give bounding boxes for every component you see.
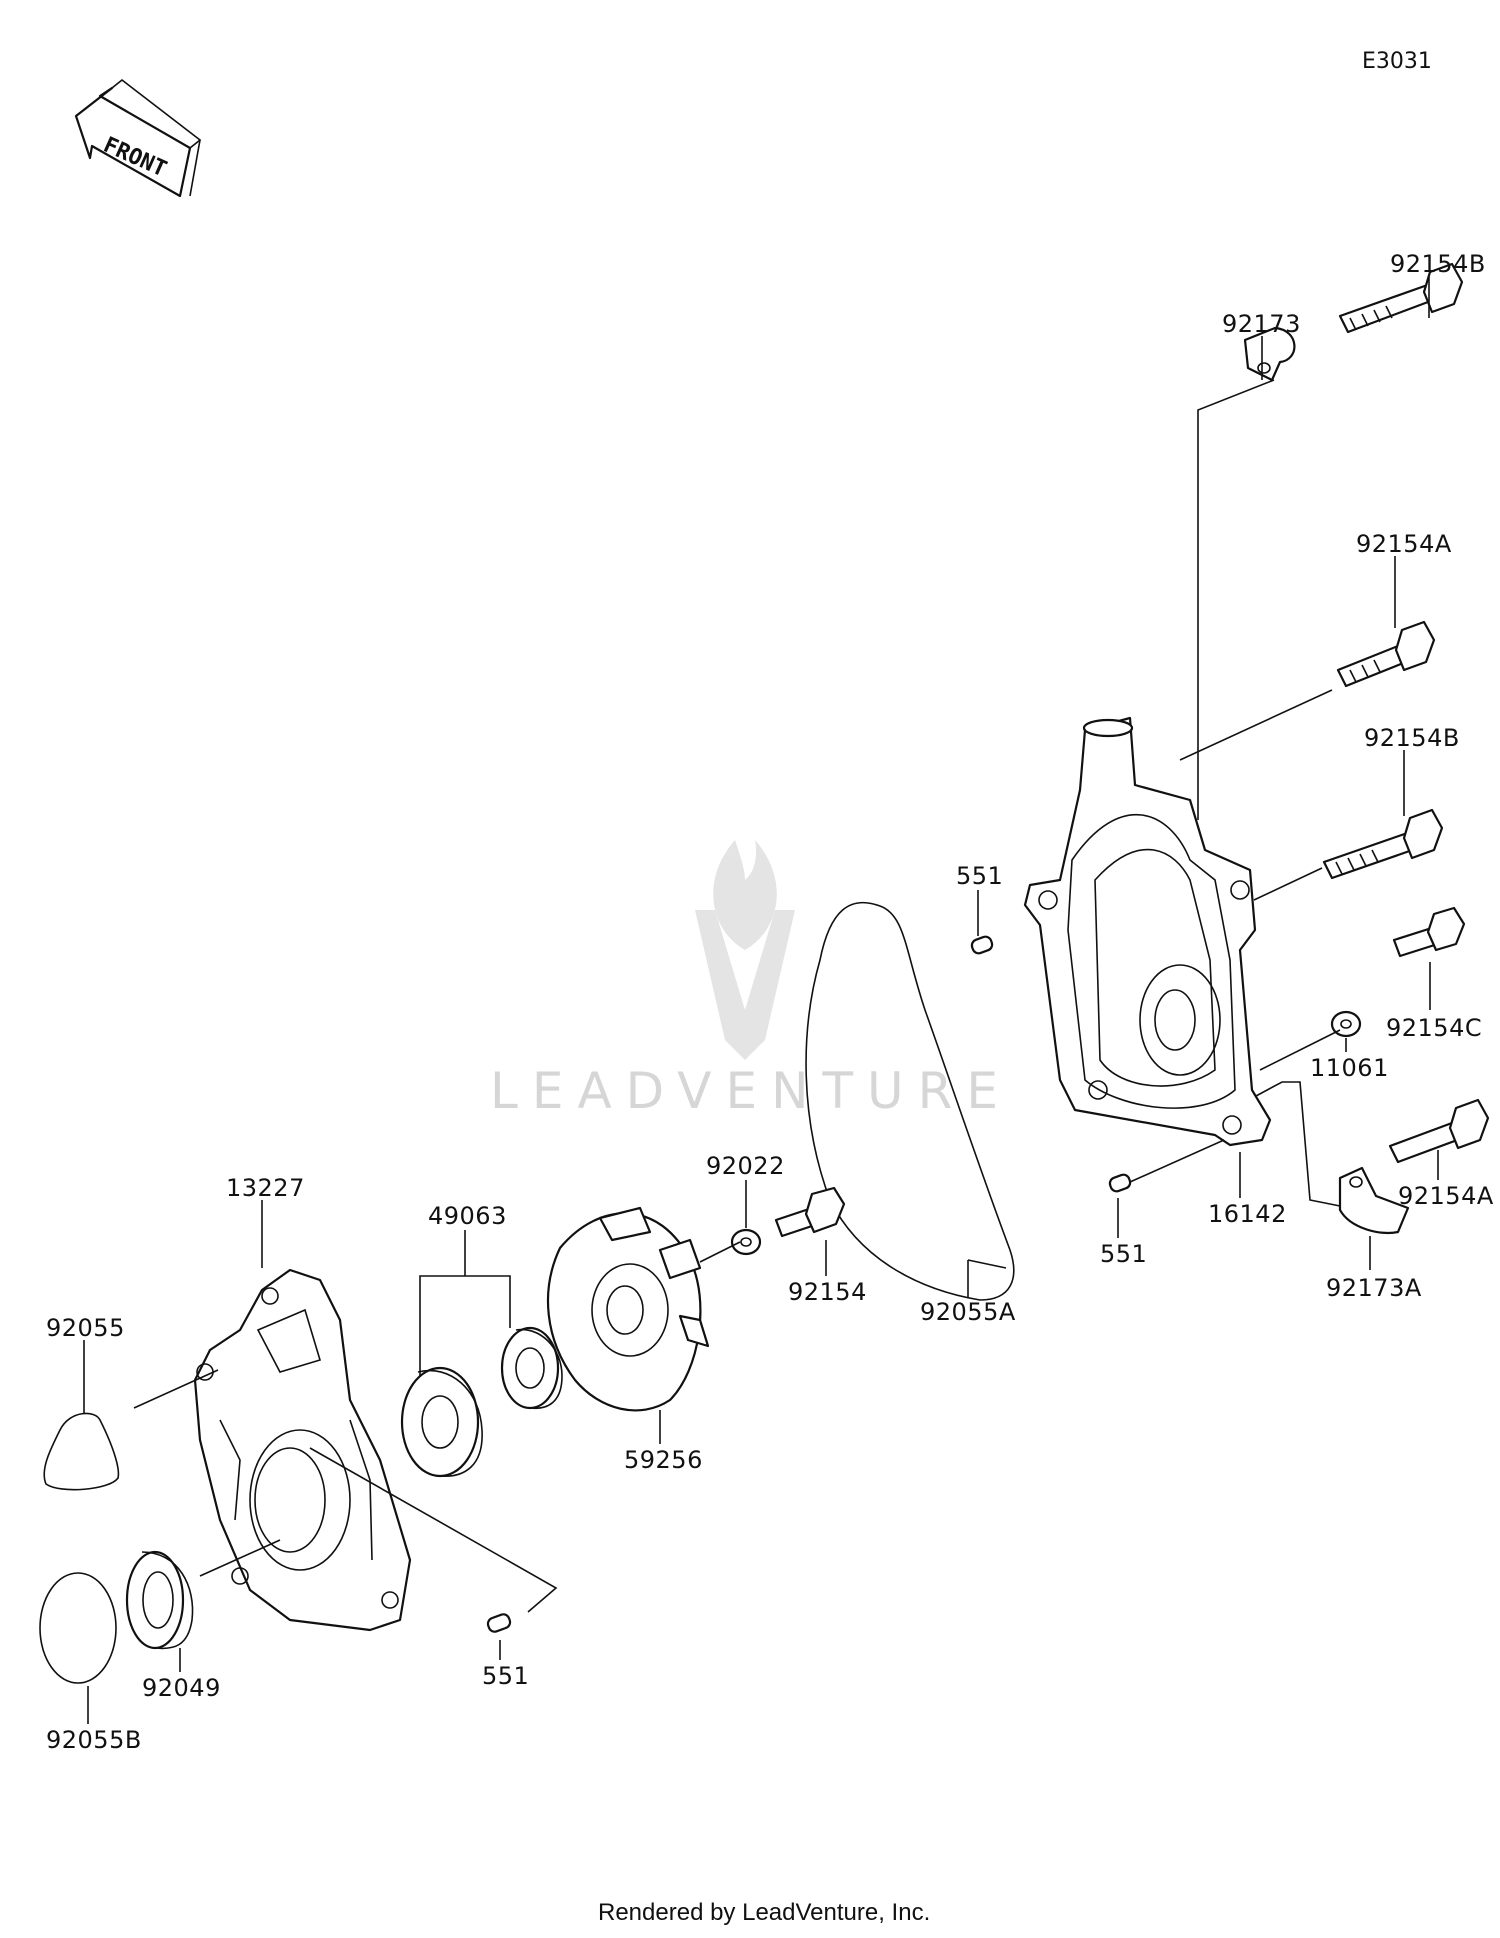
bolt-92154a-lower-part bbox=[1388, 1098, 1490, 1164]
label-551-left: 551 bbox=[482, 1662, 529, 1690]
o-ring-92055a-part bbox=[805, 901, 1015, 1301]
leader-lines bbox=[83, 276, 1439, 1724]
oil-seal-92049-part bbox=[125, 1550, 194, 1650]
label-92154a-lower: 92154A bbox=[1398, 1182, 1494, 1210]
dowel-pin-551-left-part bbox=[486, 1613, 512, 1633]
leadventure-watermark: LEADVENTURE bbox=[490, 840, 1012, 1120]
o-ring-92055-part bbox=[43, 1412, 120, 1491]
o-ring-92055b-part bbox=[39, 1572, 117, 1684]
label-92022: 92022 bbox=[706, 1152, 785, 1180]
label-92173: 92173 bbox=[1222, 310, 1301, 338]
clamp-92173-part bbox=[1243, 326, 1296, 382]
label-92173a: 92173A bbox=[1326, 1274, 1422, 1302]
bolt-92154c-part bbox=[1392, 906, 1466, 958]
label-92154: 92154 bbox=[788, 1278, 867, 1306]
label-551-upper: 551 bbox=[956, 862, 1003, 890]
label-92154b-mid: 92154B bbox=[1364, 724, 1460, 752]
front-arrow-icon: FRONT bbox=[74, 78, 202, 198]
clamp-92173a-part bbox=[1338, 1166, 1410, 1235]
label-16142: 16142 bbox=[1208, 1200, 1287, 1228]
watermark-text: LEADVENTURE bbox=[490, 1062, 1012, 1120]
label-92154a-top: 92154A bbox=[1356, 530, 1452, 558]
label-49063: 49063 bbox=[428, 1202, 507, 1230]
bolt-92154b-mid-part bbox=[1322, 808, 1444, 880]
bolt-92154-part bbox=[774, 1186, 846, 1238]
label-92055: 92055 bbox=[46, 1314, 125, 1342]
label-11061: 11061 bbox=[1310, 1054, 1389, 1082]
dowel-pin-551-lower-part bbox=[1108, 1173, 1132, 1193]
dowel-pin-551-upper-part bbox=[970, 935, 994, 955]
label-13227: 13227 bbox=[226, 1174, 305, 1202]
mechanical-seal-49063-part bbox=[400, 1326, 563, 1478]
label-92055a: 92055A bbox=[920, 1298, 1016, 1326]
label-92055b: 92055B bbox=[46, 1726, 142, 1754]
impeller-59256-part bbox=[546, 1206, 710, 1412]
bolt-92154a-top-part bbox=[1336, 620, 1436, 688]
pump-cover-part bbox=[1023, 716, 1272, 1147]
label-551-lower: 551 bbox=[1100, 1240, 1147, 1268]
diagram-code: E3031 bbox=[1362, 49, 1432, 74]
washer-92022-part bbox=[730, 1228, 762, 1256]
bolt-92154b-top-part bbox=[1338, 262, 1464, 334]
label-92154b-top: 92154B bbox=[1390, 250, 1486, 278]
footer-credit: Rendered by LeadVenture, Inc. bbox=[598, 1899, 930, 1926]
label-59256: 59256 bbox=[624, 1446, 703, 1474]
label-92154c: 92154C bbox=[1386, 1014, 1482, 1042]
label-92049: 92049 bbox=[142, 1674, 221, 1702]
pump-body-13227-part bbox=[193, 1268, 412, 1632]
